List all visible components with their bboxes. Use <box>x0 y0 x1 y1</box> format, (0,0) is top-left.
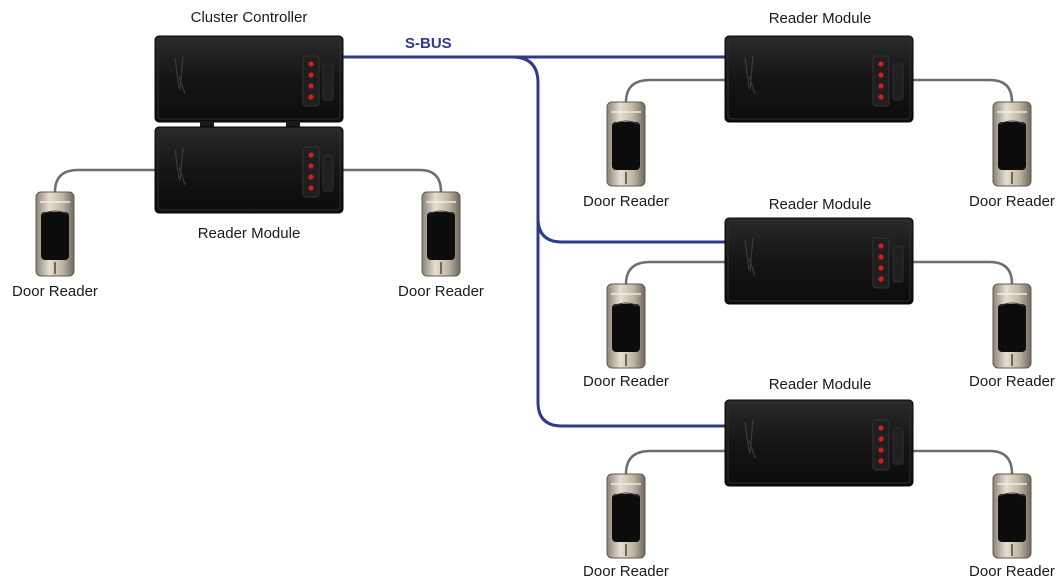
status-led <box>878 83 884 89</box>
reader-module-label-left: Reader Module <box>197 225 301 242</box>
reader-module-label-r3: Reader Module <box>768 376 872 393</box>
door-reader-left-a <box>35 191 75 277</box>
status-led <box>878 276 884 282</box>
reader-module-r1 <box>724 35 914 123</box>
status-led <box>308 61 314 67</box>
reader-module-label-r1: Reader Module <box>768 10 872 27</box>
status-led <box>878 458 884 464</box>
door-reader-label-r3-b: Door Reader <box>969 563 1055 580</box>
door-reader-r2-a <box>606 283 646 369</box>
status-led <box>308 72 314 78</box>
status-led <box>878 254 884 260</box>
s-bus-label: S-BUS <box>405 35 452 52</box>
door-reader-r2-b <box>992 283 1032 369</box>
status-led <box>308 83 314 89</box>
door-reader-label-r1-b: Door Reader <box>969 193 1055 210</box>
door-reader-label-r2-b: Door Reader <box>969 373 1055 390</box>
cluster-controller <box>154 35 344 123</box>
status-led <box>878 61 884 67</box>
door-reader-label-r1-a: Door Reader <box>583 193 669 210</box>
door-reader-label-r2-a: Door Reader <box>583 373 669 390</box>
reader-module-r3 <box>724 399 914 487</box>
status-led <box>878 265 884 271</box>
door-reader-label-r3-a: Door Reader <box>583 563 669 580</box>
status-led <box>878 447 884 453</box>
status-led <box>308 152 314 158</box>
door-reader-label-left-a: Door Reader <box>12 283 98 300</box>
status-led <box>878 243 884 249</box>
reader-cables <box>53 78 1014 476</box>
door-reader-r1-a <box>606 101 646 187</box>
s-bus-lines <box>343 55 727 428</box>
status-led <box>308 94 314 100</box>
door-reader-left-b <box>421 191 461 277</box>
status-led <box>878 94 884 100</box>
reader-module-r2 <box>724 217 914 305</box>
reader-module-label-r2: Reader Module <box>768 196 872 213</box>
door-reader-r1-b <box>992 101 1032 187</box>
door-reader-r3-b <box>992 473 1032 559</box>
status-led <box>308 174 314 180</box>
status-led <box>878 436 884 442</box>
devices <box>35 35 1032 559</box>
cluster-controller-label: Cluster Controller <box>190 9 308 26</box>
door-reader-r3-a <box>606 473 646 559</box>
status-led <box>308 163 314 169</box>
status-led <box>878 72 884 78</box>
status-led <box>878 425 884 431</box>
reader-module-left <box>154 126 344 214</box>
door-reader-label-left-b: Door Reader <box>398 283 484 300</box>
status-led <box>308 185 314 191</box>
